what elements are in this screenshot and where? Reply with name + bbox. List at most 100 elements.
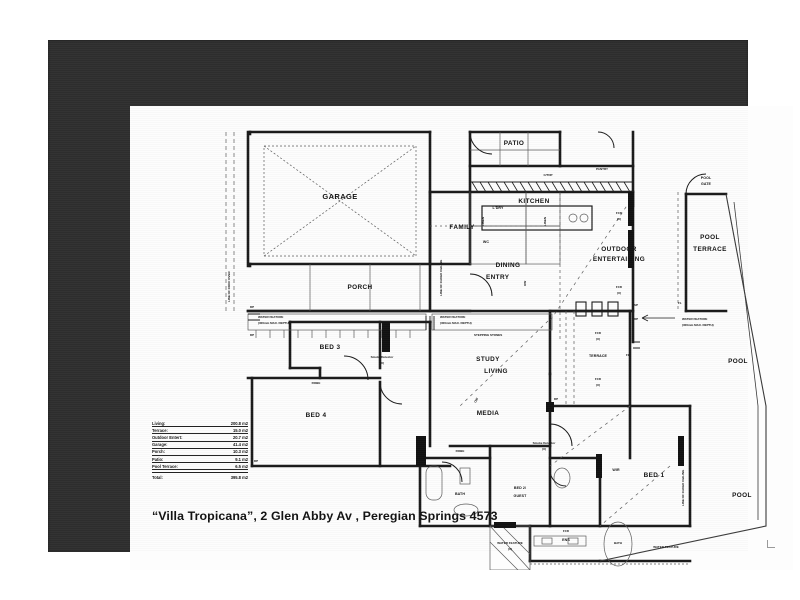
fcd-sub-3: (X) (596, 337, 600, 341)
water-feature-label-left-title: WATER FEATURE (258, 315, 284, 319)
area-row-label: Garage: (152, 441, 214, 449)
water-feature-label-bottom-sub: (X) (508, 547, 512, 551)
floor-plan-svg (225, 130, 767, 570)
room-label-bed3: BED 3 (319, 344, 341, 351)
table-row: Garage: 41.4 m2 (152, 441, 248, 449)
plan-caption: “Villa Tropicana”, 2 Glen Abby Av , Pere… (152, 509, 498, 523)
water-feature-label-mid-depth: (300mm MAX. DEPTH) (440, 321, 472, 325)
room-label-bed2-line1: BED 2/ (513, 486, 527, 490)
fl-label-2: FL (626, 353, 630, 357)
line-of-raked-ceiling-label-2: LINE OF RAKED CEILING (681, 469, 685, 506)
area-row-label: Outdoor Entert: (152, 433, 214, 442)
room-label-terrace: TERRACE (588, 354, 608, 358)
floor-plan-drawing (130, 106, 793, 570)
room-label-bath-tub: BATH (613, 541, 623, 545)
plan-sheet: GARAGE PORCH ENTRY L'DRY WC PATIO KITCHE… (130, 106, 793, 570)
fcd-sub-2: (X) (617, 291, 621, 295)
room-label-wc: WC (482, 240, 490, 244)
area-total-row: Total: 395.8 m2 (152, 472, 248, 481)
table-row: Patio: 9.1 m2 (152, 455, 248, 464)
fl-label-1: FL (678, 301, 682, 305)
area-row-value: 9.1 m2 (213, 455, 248, 464)
fcd-label-1: FCD (615, 211, 623, 215)
table-row: Pool Terrace: 6.5 m2 (152, 462, 248, 471)
smoke-detector-label-2: Smoke Detector (532, 441, 556, 445)
room-label-living: LIVING (484, 368, 508, 375)
area-row-value: 10.3 m2 (213, 448, 248, 456)
dp-label-1: DP (250, 305, 255, 309)
area-row-value: 6.5 m2 (213, 462, 248, 471)
area-row-label: Pool Terrace: (152, 462, 214, 471)
water-feature-label-right-title: WATER FEATURE (682, 317, 708, 321)
room-label-bed2-line2: GUEST (513, 494, 527, 498)
area-total-label: Total: (152, 472, 214, 481)
area-total-value: 395.8 m2 (213, 472, 248, 481)
dp-label-3: DP (254, 459, 259, 463)
table-row: Terrace: 15.0 m2 (152, 426, 248, 435)
table-row: Living: 200.8 m2 (152, 420, 248, 428)
room-label-bed1: BED 1 (643, 472, 665, 479)
room-label-kitchen: KITCHEN (518, 198, 550, 205)
fcd-label-2: FCD (615, 285, 623, 289)
room-label-bed4: BED 4 (305, 412, 327, 419)
room-label-pool-terrace-line2: TERRACE (693, 246, 727, 253)
area-row-label: Porch: (152, 448, 214, 456)
smoke-detector-sub-2: (X) (542, 447, 546, 451)
fcd-label-5: FCD (562, 529, 570, 533)
room-label-outdoor-entertaining-line2: ENTERTAINING (592, 256, 646, 263)
room-label-pool-right: POOL (728, 358, 748, 365)
room-label-dining: DINING (495, 262, 521, 269)
room-label-garage: GARAGE (322, 192, 358, 201)
corner-registration-mark (767, 540, 775, 548)
linen-label-1: LINEN (481, 217, 485, 226)
room-label-pool-terrace-line1: POOL (700, 234, 720, 241)
water-feature-label-mid-title: WATER FEATURE (440, 315, 466, 319)
room-label-robe: ROBE (311, 381, 321, 385)
line-of-roof-over-label: LINE OF ROOF OVER (227, 271, 231, 302)
room-label-entry: ENTRY (486, 274, 510, 281)
area-row-value: 20.7 m2 (213, 433, 248, 442)
area-row-value: 200.8 m2 (213, 420, 248, 428)
water-feature-label-bottom-title: WATER FEATURE (497, 541, 523, 545)
room-label-outdoor-entertaining-line1: OUTDOOR (601, 246, 637, 253)
room-label-pool-gate-line2: GATE (700, 182, 712, 186)
room-label-patio: PATIO (503, 140, 525, 147)
ctop-label: C/TOP (543, 173, 553, 177)
room-label-media: MEDIA (476, 410, 500, 417)
table-row: Outdoor Entert: 20.7 m2 (152, 433, 248, 442)
fcd-sub-1: (X) (617, 217, 621, 221)
smoke-detector-label-1: Smoke Detector (370, 355, 394, 359)
stepping-stones-label: STEPPING STONES (474, 333, 503, 337)
dp-label-5: DP (554, 397, 559, 401)
room-label-study: STUDY (476, 356, 500, 363)
linen-label-2: LINEN (543, 217, 547, 226)
room-label-pool-gate-line1: POOL (700, 176, 712, 180)
area-row-label: Patio: (152, 455, 214, 464)
pantry-label: PANTRY (596, 167, 608, 171)
scan-border-mount: GARAGE PORCH ENTRY L'DRY WC PATIO KITCHE… (48, 40, 793, 570)
table-row: Porch: 10.3 m2 (152, 448, 248, 456)
dp-label-2: DP (250, 333, 255, 337)
fcd-label-4: FCD (594, 377, 602, 381)
area-schedule-body: Living: 200.8 m2 Terrace: 15.0 m2 Outdoo… (152, 420, 248, 481)
sp-label-1: SP (634, 303, 639, 307)
area-schedule: Living: 200.8 m2 Terrace: 15.0 m2 Outdoo… (152, 420, 248, 481)
area-row-value: 15.0 m2 (213, 426, 248, 435)
water-feature-label-left-depth: (300mm MAX. DEPTH) (258, 321, 290, 325)
fcd-sub-4: (X) (596, 383, 600, 387)
room-label-family: FAMILY (449, 224, 475, 231)
line-of-raked-ceiling-label-1: LINE OF RAKED CEILING (439, 259, 443, 296)
water-feature-label-right-depth: (300mm MAX. DEPTH) (682, 323, 714, 327)
room-label-porch: PORCH (347, 284, 373, 291)
room-label-pool-bottom: POOL (732, 492, 752, 499)
room-label-wir: WIR (612, 468, 620, 472)
room-label-laundry: L'DRY (492, 206, 504, 210)
smoke-detector-sub-1: (X) (380, 361, 384, 365)
water-feature-label-ens-title: WATER FEATURE (653, 545, 679, 549)
area-row-label: Living: (152, 420, 214, 428)
room-label-ens: ENS (562, 538, 570, 542)
area-schedule-table: Living: 200.8 m2 Terrace: 15.0 m2 Outdoo… (152, 420, 248, 481)
dp-label-4: DP (634, 317, 639, 321)
area-row-value: 41.4 m2 (213, 441, 248, 449)
room-label-robe-2: ROBE (455, 449, 465, 453)
